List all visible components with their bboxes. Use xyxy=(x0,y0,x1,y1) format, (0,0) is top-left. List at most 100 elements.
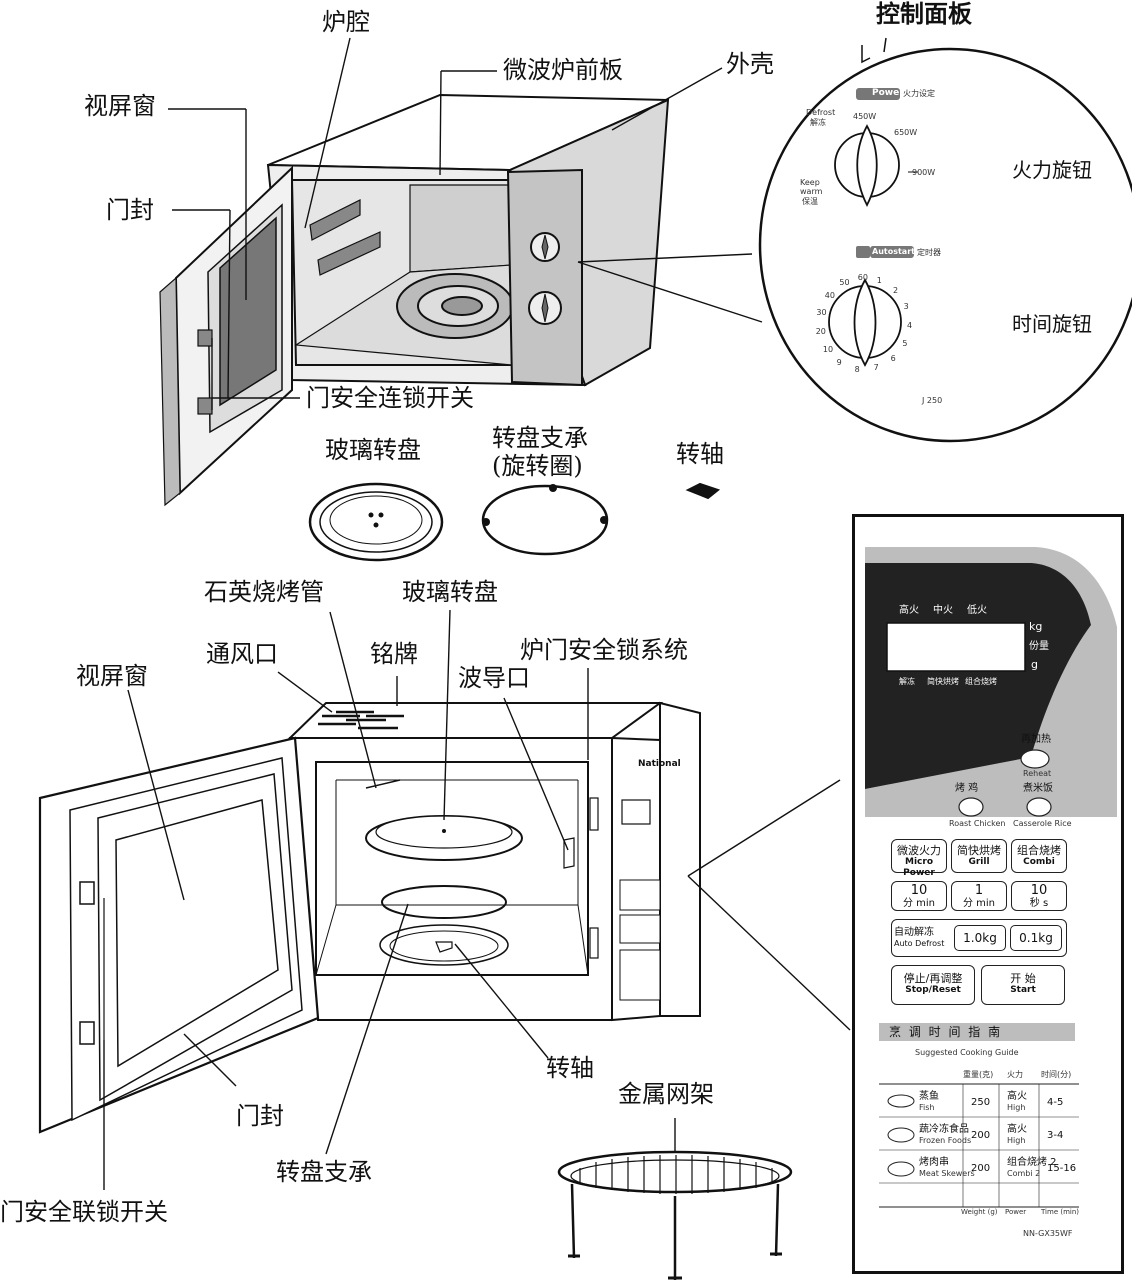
guide-title-cn: 烹 调 时 间 指 南 xyxy=(889,1025,1003,1039)
zoom-warm: warm xyxy=(800,187,823,196)
guide-food-cn: 烤肉串 xyxy=(919,1157,949,1168)
label-tray-support: 转盘支承 xyxy=(492,424,588,452)
timer-dial-number: 6 xyxy=(890,354,896,364)
label-cavity: 炉腔 xyxy=(322,8,370,36)
label-nameplate: 铭牌 xyxy=(370,640,418,668)
zoom-defrost-en: Defrost xyxy=(806,108,836,117)
label-window-bottom: 视屏窗 xyxy=(76,662,148,690)
label-metal-rack: 金属网架 xyxy=(618,1080,714,1108)
rice-en: Casserole Rice xyxy=(1013,819,1072,828)
zoom-650w: 650W xyxy=(894,128,918,137)
guide-time: 3-4 xyxy=(1047,1130,1064,1141)
label-shaft: 转轴 xyxy=(676,440,724,468)
timer-dial-number: 40 xyxy=(824,290,835,300)
timer-dial-number: 20 xyxy=(815,326,826,336)
zoom-keep: Keep xyxy=(800,178,820,187)
guide-time: 15-16 xyxy=(1047,1163,1077,1174)
guide-food-cn: 蒸鱼 xyxy=(919,1091,939,1102)
guide-power-en: Combi 2 xyxy=(1007,1169,1041,1178)
guide-foot-power: Power xyxy=(1005,1208,1027,1216)
guide-power-en: High xyxy=(1007,1136,1026,1145)
guide-col-time: 时间(分) xyxy=(1041,1070,1072,1079)
zoom-power-cn: 火力设定 xyxy=(903,89,935,98)
timer-dial-number: 60 xyxy=(857,273,868,283)
display-label-high: 高火 xyxy=(899,605,919,616)
guide-food-en: Frozen Foods xyxy=(919,1136,972,1145)
label-tray-support-bottom: 转盘支承 xyxy=(276,1158,372,1186)
label-interlock: 门安全连锁开关 xyxy=(306,384,474,412)
label-interlock-bottom: 门安全联锁开关 xyxy=(0,1198,168,1226)
defrost-1kg-button[interactable]: 1.0kg xyxy=(954,925,1006,951)
display-unit-g: g xyxy=(1031,658,1038,671)
timer-dial-number: 7 xyxy=(873,363,879,373)
label-door-seal-bottom: 门封 xyxy=(236,1102,284,1130)
zoom-autostart: Autostart xyxy=(872,247,915,256)
panel-model-number: NN-GX35WF xyxy=(1023,1229,1073,1238)
timer-dial-number: 3 xyxy=(903,301,909,311)
zoom-power-badge: Power xyxy=(872,88,904,98)
rice-cn: 煮米饭 xyxy=(1023,783,1053,794)
display-mode-combi: 组合烧烤 xyxy=(965,677,997,686)
label-shaft-bottom: 转轴 xyxy=(546,1054,594,1082)
control-panel-zoom xyxy=(758,37,1132,443)
label-window: 视屏窗 xyxy=(84,92,156,120)
label-quartz-tube: 石英烧烤管 xyxy=(204,578,324,606)
timer-dial-number: 30 xyxy=(816,307,827,317)
zoom-450w: 450W xyxy=(853,112,877,121)
label-glass-tray-bottom: 玻璃转盘 xyxy=(402,578,498,606)
timer-dial-number: 2 xyxy=(892,285,899,295)
label-front-plate: 微波炉前板 xyxy=(503,56,623,84)
guide-power-en: High xyxy=(1007,1103,1026,1112)
timer-dial-number: 8 xyxy=(854,364,860,374)
guide-power-cn: 组合烧烤 2 xyxy=(1007,1157,1057,1168)
label-vent: 通风口 xyxy=(206,640,278,668)
display-label-medium: 中火 xyxy=(933,605,953,616)
display-mode-defrost: 解冻 xyxy=(899,677,915,686)
display-mode-grill: 简快烘烤 xyxy=(927,677,959,686)
timer-dial-number: 5 xyxy=(902,339,908,349)
label-glass-tray: 玻璃转盘 xyxy=(325,436,421,464)
zoom-keep-cn: 保温 xyxy=(802,197,818,206)
guide-weight: 250 xyxy=(971,1097,991,1108)
guide-foot-time: Time (min) xyxy=(1041,1208,1080,1216)
bottom-brand: National xyxy=(638,759,681,769)
guide-title-en: Suggested Cooking Guide xyxy=(915,1048,1019,1057)
label-control-panel: 控制面板 xyxy=(876,0,972,28)
label-door-seal: 门封 xyxy=(106,196,154,224)
guide-weight: 200 xyxy=(971,1130,991,1141)
label-door-lock-system: 炉门安全锁系统 xyxy=(520,636,688,664)
guide-col-power: 火力 xyxy=(1007,1070,1023,1079)
guide-weight: 200 xyxy=(971,1163,991,1174)
display-label-low: 低火 xyxy=(967,605,987,616)
label-power-knob: 火力旋钮 xyxy=(1012,158,1092,182)
defrost-01kg-button[interactable]: 0.1kg xyxy=(1010,925,1062,951)
bottom-leader-lines xyxy=(103,609,851,1190)
zoom-timer-cn: 定时器 xyxy=(917,248,941,257)
zoom-model: J 250 xyxy=(922,396,943,405)
metal-rack-drawing xyxy=(557,1150,793,1280)
timer-dial-number: 4 xyxy=(906,320,913,330)
zoom-900w: 900W xyxy=(912,168,936,177)
display-unit-kg: kg xyxy=(1029,620,1043,633)
label-timer-knob: 时间旋钮 xyxy=(1012,312,1092,336)
guide-food-en: Meat Skewers xyxy=(919,1169,975,1178)
guide-time: 4-5 xyxy=(1047,1097,1064,1108)
top-microwave-drawing xyxy=(159,93,670,507)
zoom-defrost-cn: 解冻 xyxy=(810,118,826,127)
label-shell: 外壳 xyxy=(726,50,774,78)
guide-col-weight: 重量(克) xyxy=(963,1070,994,1079)
chicken-cn: 烤 鸡 xyxy=(955,783,979,794)
timer-dial-number: 10 xyxy=(822,344,834,354)
control-panel-detail: 高火 中火 低火 kg 份量 g 解冻 简快烘烤 组合烧烤 再加热 Reheat… xyxy=(852,514,1124,1274)
top-parts-drawing xyxy=(308,482,721,562)
